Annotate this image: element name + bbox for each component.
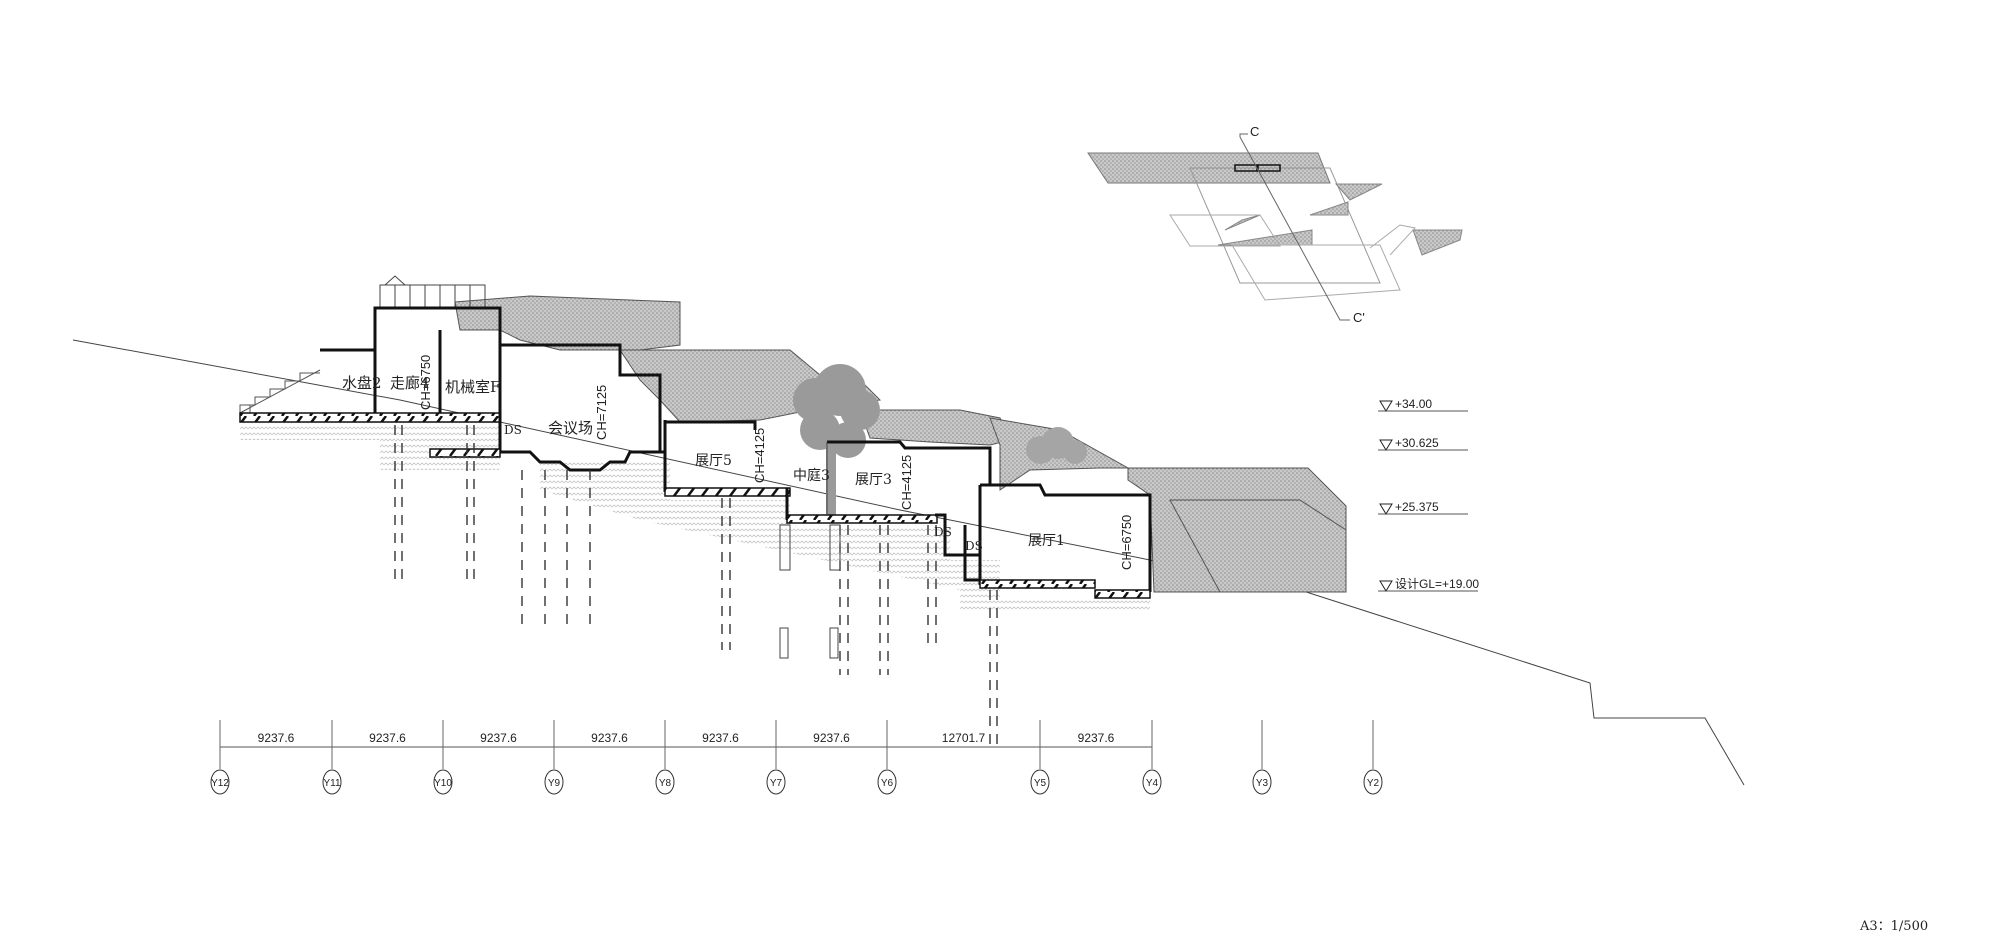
dimension-label: 9237.6: [369, 731, 406, 745]
room-label-corridor: 走廊4: [390, 374, 430, 392]
grid-axis: Y6: [877, 720, 897, 795]
elevation-25-375: +25.375: [1378, 500, 1468, 515]
grid-axis-label: Y9: [548, 778, 561, 789]
ch-hall5: CH=4125: [752, 428, 767, 483]
earth-fill: [240, 422, 1150, 610]
ch-corridor: CH=6750: [418, 355, 433, 410]
svg-text:+34.00: +34.00: [1395, 397, 1432, 411]
grid-axis-label: Y5: [1034, 778, 1047, 789]
grid-axis-label: Y7: [770, 778, 783, 789]
room-label-courtyard: 中庭3: [793, 467, 830, 484]
room-label-hall1: 展厅1: [1028, 533, 1065, 549]
room-label-machine-room: 机械室F: [445, 378, 500, 396]
grid-axes: Y12 Y11 Y10 Y9 Y8 Y7 Y6 Y5 Y4 Y3 Y2 9237.6 9237.6 923…: [210, 720, 1383, 795]
ds-label: DS: [934, 525, 952, 539]
grid-axis: Y7: [766, 720, 786, 795]
cut-label-c: C: [1250, 124, 1259, 139]
ch-conference: CH=7125: [594, 385, 609, 440]
grid-axis: Y12: [210, 720, 230, 795]
dimension-label: 9237.6: [258, 731, 295, 745]
grid-axis: Y9: [544, 720, 564, 795]
grid-axis-label: Y4: [1146, 778, 1159, 789]
ds-label: DS: [965, 539, 983, 553]
ds-labels: DS DS DS: [504, 423, 983, 553]
grid-axis: Y2: [1363, 720, 1383, 795]
grid-axis-label: Y8: [659, 778, 672, 789]
ch-hall3: CH=4125: [899, 455, 914, 510]
ds-label: DS: [504, 423, 522, 437]
elevation-markers: +34.00 +30.625 +25.375 设计GL=+19.00: [1378, 397, 1479, 592]
room-label-water-basin: 水盘2: [342, 374, 382, 392]
ceiling-heights: CH=6750 CH=7125 CH=4125 CH=4125 CH=6750: [418, 355, 1134, 570]
grid-axis: Y4: [1142, 720, 1162, 795]
key-plan: C C': [1087, 124, 1463, 325]
dimension-label: 9237.6: [591, 731, 628, 745]
dimension-label: 9237.6: [480, 731, 517, 745]
ch-hall1: CH=6750: [1119, 515, 1134, 570]
dimension-label: 12701.7: [942, 731, 986, 745]
svg-text:设计GL=+19.00: 设计GL=+19.00: [1395, 577, 1479, 591]
grid-axis: Y10: [433, 720, 453, 795]
grid-axis: Y8: [655, 720, 675, 795]
grid-axis-label: Y10: [434, 778, 452, 789]
dimension-label: 9237.6: [813, 731, 850, 745]
grid-axis: Y5: [1030, 720, 1050, 795]
svg-text:+30.625: +30.625: [1395, 436, 1439, 450]
exterior-stairs: [239, 369, 321, 414]
dimension-label: 9237.6: [1078, 731, 1115, 745]
room-label-hall3: 展厅3: [855, 472, 892, 488]
grid-axis-label: Y11: [323, 778, 340, 789]
grid-axis: Y11: [322, 720, 342, 795]
piles: [394, 425, 998, 745]
room-labels: 水盘2 走廊4 机械室F 会议场 展厅5 中庭3 展厅3 展厅1: [342, 374, 1065, 549]
grid-axis-label: Y2: [1367, 778, 1380, 789]
elevation-ground: 设计GL=+19.00: [1378, 577, 1479, 592]
svg-text:+25.375: +25.375: [1395, 500, 1439, 514]
room-label-hall5: 展厅5: [695, 453, 732, 469]
grid-axis-label: Y6: [881, 778, 894, 789]
grid-axis-label: Y3: [1256, 778, 1269, 789]
cut-label-c-prime: C': [1353, 310, 1365, 325]
building-section: [239, 306, 1152, 599]
scale-label: A3：1/500: [1859, 919, 1928, 934]
elevation-30-625: +30.625: [1378, 436, 1468, 451]
tree: [793, 364, 880, 520]
grid-axis: Y3: [1252, 720, 1272, 795]
elevation-34: +34.00: [1378, 397, 1468, 412]
dimension-label: 9237.6: [702, 731, 739, 745]
room-label-conference: 会议场: [548, 419, 593, 437]
tree: [1026, 427, 1087, 464]
grid-axis-label: Y12: [211, 778, 229, 789]
